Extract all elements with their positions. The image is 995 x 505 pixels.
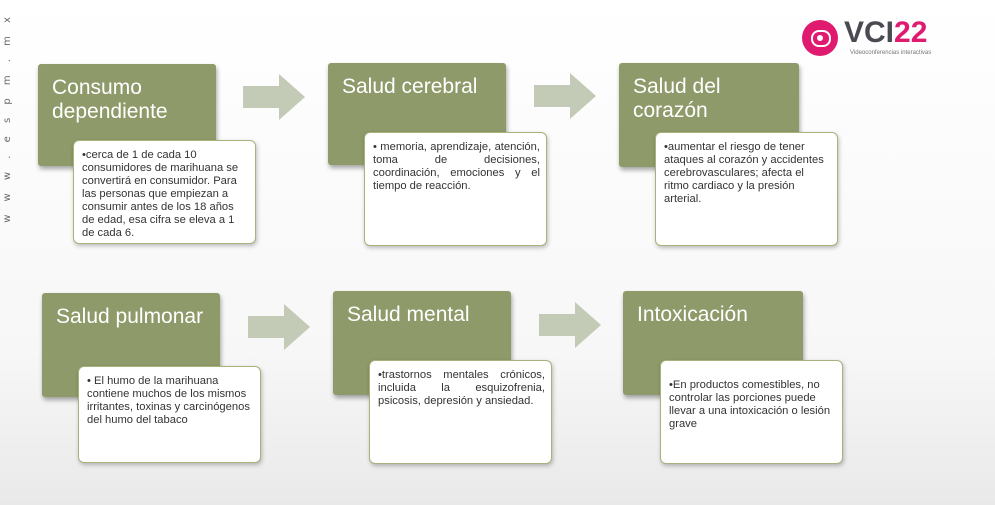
flow-arrow-1 <box>243 74 305 120</box>
step-note-salud-pulmonar: • El humo de la marihuana contiene mucho… <box>78 366 261 463</box>
chat-bubble-icon <box>802 20 838 56</box>
step-note-salud-cerebral: • memoria, aprendizaje, atención, toma d… <box>364 132 547 246</box>
step-note-salud-del-corazon: •aumentar el riesgo de tener ataques al … <box>655 132 838 246</box>
website-vertical-text: w w w . e s p m . m x <box>2 12 13 223</box>
flow-arrow-3 <box>248 304 310 350</box>
flow-arrow-2 <box>534 73 596 119</box>
step-note-intoxicacion: •En productos comestibles, no controlar … <box>660 360 843 464</box>
logo-wordmark: VCI22 <box>844 16 928 49</box>
vci22-logo: VCI22 Videoconferencias interactivas <box>802 16 962 62</box>
step-note-salud-mental: •trastornos mentales crónicos, incluida … <box>369 360 552 464</box>
step-note-consumo-dependiente: •cerca de 1 de cada 10 consumidores de m… <box>73 140 256 244</box>
logo-subtitle: Videoconferencias interactivas <box>850 50 932 56</box>
flow-arrow-4 <box>539 302 601 348</box>
